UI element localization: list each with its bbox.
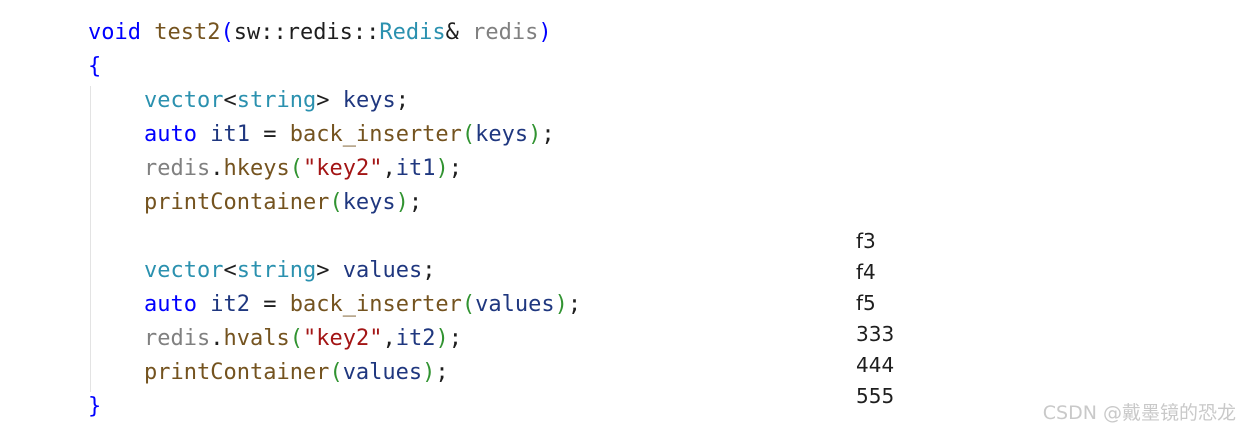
code-line: { — [88, 50, 101, 84]
code-token: ) — [528, 122, 542, 147]
code-token: values — [475, 292, 555, 317]
code-token: < — [223, 258, 237, 283]
code-token: "key2" — [302, 326, 383, 351]
code-token: > — [316, 258, 343, 283]
code-token: keys — [475, 122, 529, 147]
code-token: it2 — [210, 292, 250, 317]
code-line: vector<string> keys; — [144, 84, 409, 118]
code-token: vector — [144, 88, 224, 113]
code-token: ; — [408, 190, 423, 215]
code-token: ; — [567, 292, 582, 317]
code-token: redis — [144, 156, 211, 181]
code-token: ; — [448, 326, 462, 351]
code-token: values — [342, 360, 423, 385]
output-line: f4 — [856, 260, 876, 284]
code-token: = — [249, 122, 290, 147]
code-line: } — [88, 390, 101, 424]
code-token: ( — [220, 20, 234, 45]
code-token: redis — [144, 326, 211, 351]
code-line: printContainer(keys); — [144, 186, 422, 220]
code-token — [197, 122, 210, 147]
code-token: it2 — [395, 326, 436, 351]
code-token: ( — [289, 156, 303, 181]
code-line: redis.hkeys("key2",it1); — [144, 152, 462, 186]
code-token: redis — [472, 20, 539, 45]
code-token: test2 — [154, 20, 221, 45]
code-token: keys — [342, 190, 396, 215]
code-token: ) — [395, 190, 409, 215]
code-token: = — [249, 292, 290, 317]
code-token: auto — [144, 122, 197, 147]
output-line: f3 — [856, 229, 876, 253]
code-token: ; — [448, 156, 462, 181]
code-token: ) — [435, 156, 449, 181]
code-token: back_inserter — [289, 292, 462, 317]
code-line: printContainer(values); — [144, 356, 449, 390]
console-output: f3 f4 f5 333 444 555 — [856, 226, 894, 412]
code-token: hkeys — [223, 156, 290, 181]
code-token: > — [316, 88, 343, 113]
code-line: auto it1 = back_inserter(keys); — [144, 118, 555, 152]
code-token: . — [210, 326, 224, 351]
code-token: } — [88, 394, 102, 419]
code-token: string — [236, 88, 317, 113]
code-token: ) — [538, 20, 552, 45]
code-token: { — [88, 54, 102, 79]
code-token: printContainer — [144, 360, 330, 385]
code-line: redis.hvals("key2",it2); — [144, 322, 462, 356]
code-token: keys — [342, 88, 396, 113]
code-token: ; — [422, 258, 436, 283]
code-token: string — [236, 258, 317, 283]
code-token: ( — [289, 326, 303, 351]
code-line: vector<string> values; — [144, 254, 435, 288]
code-token: . — [210, 156, 224, 181]
code-token: void — [88, 20, 141, 45]
code-line: void test2(sw::redis::Redis& redis) — [88, 16, 552, 50]
code-token: ) — [554, 292, 568, 317]
code-token: Redis — [379, 20, 446, 45]
code-token: , — [382, 156, 396, 181]
code-token: ( — [461, 122, 476, 147]
code-token: ( — [329, 360, 343, 385]
code-token: "key2" — [302, 156, 383, 181]
code-token — [141, 20, 154, 45]
code-token: hvals — [223, 326, 290, 351]
code-token: ; — [395, 88, 409, 113]
code-token: ( — [461, 292, 476, 317]
output-line: 444 — [856, 353, 895, 377]
code-token: back_inserter — [289, 122, 462, 147]
code-token: & — [445, 20, 473, 45]
code-token: it1 — [210, 122, 250, 147]
output-line: 333 — [856, 322, 895, 346]
output-line: 555 — [856, 384, 895, 408]
code-token: , — [382, 326, 396, 351]
code-token: ( — [329, 190, 343, 215]
watermark: CSDN @戴墨镜的恐龙 — [1042, 402, 1236, 424]
code-token: sw::redis:: — [233, 20, 380, 45]
code-token: vector — [144, 258, 224, 283]
code-token: ) — [435, 326, 449, 351]
code-token: < — [223, 88, 237, 113]
indent-guide — [90, 86, 91, 392]
code-token — [197, 292, 210, 317]
code-token: printContainer — [144, 190, 330, 215]
code-token: ) — [422, 360, 436, 385]
code-token: auto — [144, 292, 197, 317]
code-line: auto it2 = back_inserter(values); — [144, 288, 581, 322]
code-token: values — [342, 258, 423, 283]
code-token: ; — [541, 122, 555, 147]
code-token: ; — [435, 360, 449, 385]
output-line: f5 — [856, 291, 876, 315]
code-token: it1 — [395, 156, 436, 181]
